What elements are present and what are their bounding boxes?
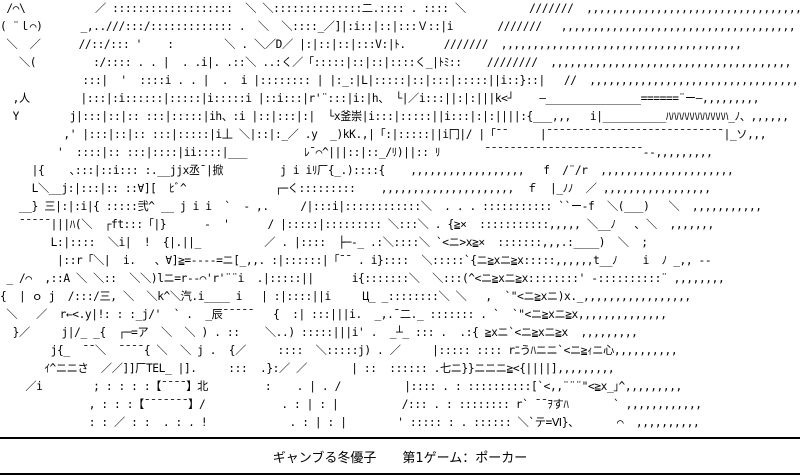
ascii-art-row: ＼ ／ //::/::: ' : ＼ . ＼／D／ |:|::|::|:::V:… bbox=[0, 38, 742, 51]
ascii-art-row: : : ／ : : . : . ! . : | : | ' ::::: : . … bbox=[0, 416, 700, 429]
ascii-art-row: _ /⌒ ,::A ＼ ＼:: ＼＼)lニ=r‐‐⌒'r'¨¨i .|:::::… bbox=[0, 272, 725, 285]
ascii-art-row: Y j|:::|::|:: :::|:::::|ih、:i |::|:::|:|… bbox=[0, 110, 789, 123]
ascii-art-row: /⌒\ ／ ::::::::::::::::::: ＼ ＼:::::::::::… bbox=[0, 2, 800, 15]
ascii-art-row: :::| ' ::::i . . | . i |:::::::: | |:_:|… bbox=[0, 74, 800, 87]
caption-separator bbox=[376, 451, 402, 466]
ascii-art-row: __} 三|:|:i|{ :::::弐^ __ j i i ` - ,. /|:… bbox=[0, 200, 762, 213]
caption-subtitle: 第1ゲーム：ポーカー bbox=[402, 451, 528, 466]
caption-bar: ギャンブる冬優子 第1ゲーム：ポーカー bbox=[0, 447, 800, 466]
ascii-art-row: , : : :【¯¯¯¯¯¯¯】/ . : | : | /::: . : :::… bbox=[0, 398, 702, 411]
ascii-art-illustration: /⌒\ ／ ::::::::::::::::::: ＼ ＼:::::::::::… bbox=[0, 2, 800, 429]
ascii-art-row: { | ｏ j /:::/三, ＼ ＼k^＼汽.i____ i | :|::::… bbox=[0, 290, 691, 303]
caption-divider-top bbox=[0, 437, 800, 439]
ascii-art-row: ,' |:::|::|:: :::|:::::|i丄 ＼|::|:_／ .y _… bbox=[0, 128, 767, 141]
ascii-art-row: ＼( :/:::: . . | . .i|. .::＼ ..:く／「:::::|… bbox=[0, 56, 792, 69]
ascii-art-row: ｲ^ニニさ ／／]]厂TEL_ |]. ::: .}:／ ／ | :: ::::… bbox=[0, 362, 615, 375]
ascii-art-row: ' ::::|:: :::|::::|ii::::|___ ﾚ¯⌒^|||::|… bbox=[0, 146, 713, 159]
ascii-art-row: ¯¯¯¯¯|||ﾊ(＼ ┌ft:::「|} - ' / |:::::|:::::… bbox=[0, 218, 714, 231]
ascii-art-row: ＼ ／ r←<.y|!: : :_j/' ` . _辰¯¯¯¯¯ { :| ::… bbox=[0, 308, 667, 321]
ascii-art-row: ／i ; : : : :【¯¯¯¯】北 : . | . / |:::: . : … bbox=[0, 380, 682, 393]
ascii-art-row: L＼__j:|:::|:: ::∀][ ﾋﾞ^ ┌─く::::::::: ,,,… bbox=[0, 182, 711, 195]
ascii-art-row: ( ¨ｌ⌒) _,..///:::/::::::::::::: . ＼ ＼:::… bbox=[0, 20, 796, 33]
ascii-art-row: |::r「＼| i. 、∀]≧=‐‐‐‐=ニ[_,,. :|::::::|「¯¯… bbox=[0, 254, 712, 267]
caption-title: ギャンブる冬優子 bbox=[272, 451, 377, 466]
ascii-art-row: ,人 |:::|:i::::::|:::::|i:::::i |::i:::|r… bbox=[0, 92, 760, 105]
caption-divider-bottom bbox=[0, 473, 800, 475]
ascii-art-row: |{ ､:::|::i::: :.__jjx丞¯|掀 j i iﾘ厂{_.)::… bbox=[0, 164, 734, 177]
ascii-art-row: L:|:::: ＼i| ! {|.||_ ／ . |:::: ├─‐_ .:＼:… bbox=[0, 236, 648, 249]
ascii-art-row: }／ j|/_ _{ ┌─=ア ＼ ＼ ) . :: ＼..) :::::|||… bbox=[0, 326, 638, 339]
ascii-art-row: j{_ ¯¯＼ ¯¯¯¯{ ＼ ＼ j . {／ :::: ＼:::::j) .… bbox=[0, 344, 678, 357]
